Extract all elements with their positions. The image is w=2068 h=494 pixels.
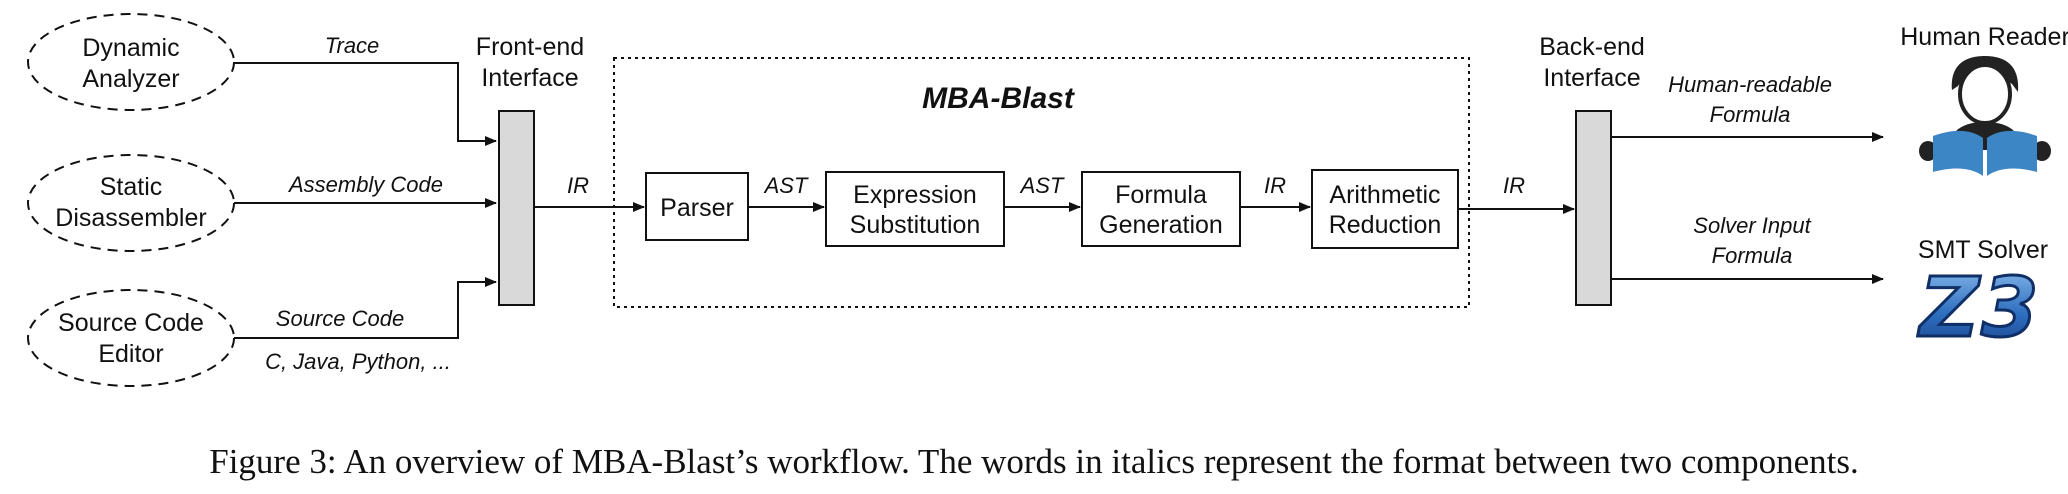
source-code-edge [234, 277, 497, 339]
smt-solver-label: SMT Solver [1918, 236, 2048, 264]
assembly-code-label: Assembly Code [287, 172, 443, 197]
expression-substitution-box: Expression Substitution [825, 171, 1005, 247]
human-formula-label-2: Formula [1710, 102, 1791, 127]
source-code-editor-label-1: Source Code [58, 309, 204, 337]
z3-logo: Z3 [1917, 261, 2041, 356]
formula-generation-label-1: Formula [1115, 181, 1207, 209]
solver-formula-label-1: Solver Input [1693, 213, 1811, 238]
back-ir-label: IR [1503, 173, 1525, 198]
front-end-label-2: Interface [481, 64, 578, 92]
back-end-label-1: Back-end [1539, 33, 1645, 61]
parser-label: Parser [660, 194, 734, 222]
arithmetic-reduction-box: Arithmetic Reduction [1311, 169, 1459, 249]
dynamic-analyzer-label-1: Dynamic [82, 34, 179, 62]
ir-label-2: IR [1264, 173, 1286, 198]
static-disassembler-node: Static Disassembler [27, 154, 235, 252]
back-end-interface-bar [1575, 110, 1612, 306]
source-code-editor-label-2: Editor [98, 340, 163, 368]
trace-edge [234, 62, 497, 146]
trace-label: Trace [325, 33, 380, 58]
human-reader-label: Human Reader [1900, 23, 2068, 51]
front-end-interface-bar [498, 110, 535, 306]
expression-substitution-label-1: Expression [853, 181, 977, 209]
mba-blast-container [613, 57, 1470, 308]
solver-formula-label-2: Formula [1712, 243, 1793, 268]
arithmetic-reduction-label-1: Arithmetic [1329, 181, 1440, 209]
front-end-label-1: Front-end [476, 33, 584, 61]
formula-generation-box: Formula Generation [1081, 171, 1241, 247]
human-formula-label-1: Human-readable [1668, 72, 1832, 97]
parser-box: Parser [645, 172, 749, 241]
dynamic-analyzer-label-2: Analyzer [82, 65, 179, 93]
mba-blast-title: MBA-Blast [922, 82, 1076, 115]
static-disassembler-label-2: Disassembler [55, 204, 206, 232]
front-ir-label: IR [567, 173, 589, 198]
ast-label-1: AST [763, 173, 809, 198]
dynamic-analyzer-node: Dynamic Analyzer [27, 13, 235, 111]
back-end-label-2: Interface [1543, 64, 1640, 92]
expression-substitution-label-2: Substitution [850, 211, 981, 239]
languages-label: C, Java, Python, ... [265, 349, 451, 374]
source-code-label: Source Code [276, 306, 404, 331]
formula-generation-label-2: Generation [1099, 211, 1223, 239]
figure-caption: Figure 3: An overview of MBA-Blast’s wor… [209, 442, 1859, 481]
static-disassembler-label-1: Static [100, 173, 163, 201]
human-reader-icon [1919, 56, 2051, 176]
source-code-editor-node: Source Code Editor [27, 289, 235, 387]
arithmetic-reduction-label-2: Reduction [1329, 211, 1442, 239]
ast-label-2: AST [1019, 173, 1065, 198]
